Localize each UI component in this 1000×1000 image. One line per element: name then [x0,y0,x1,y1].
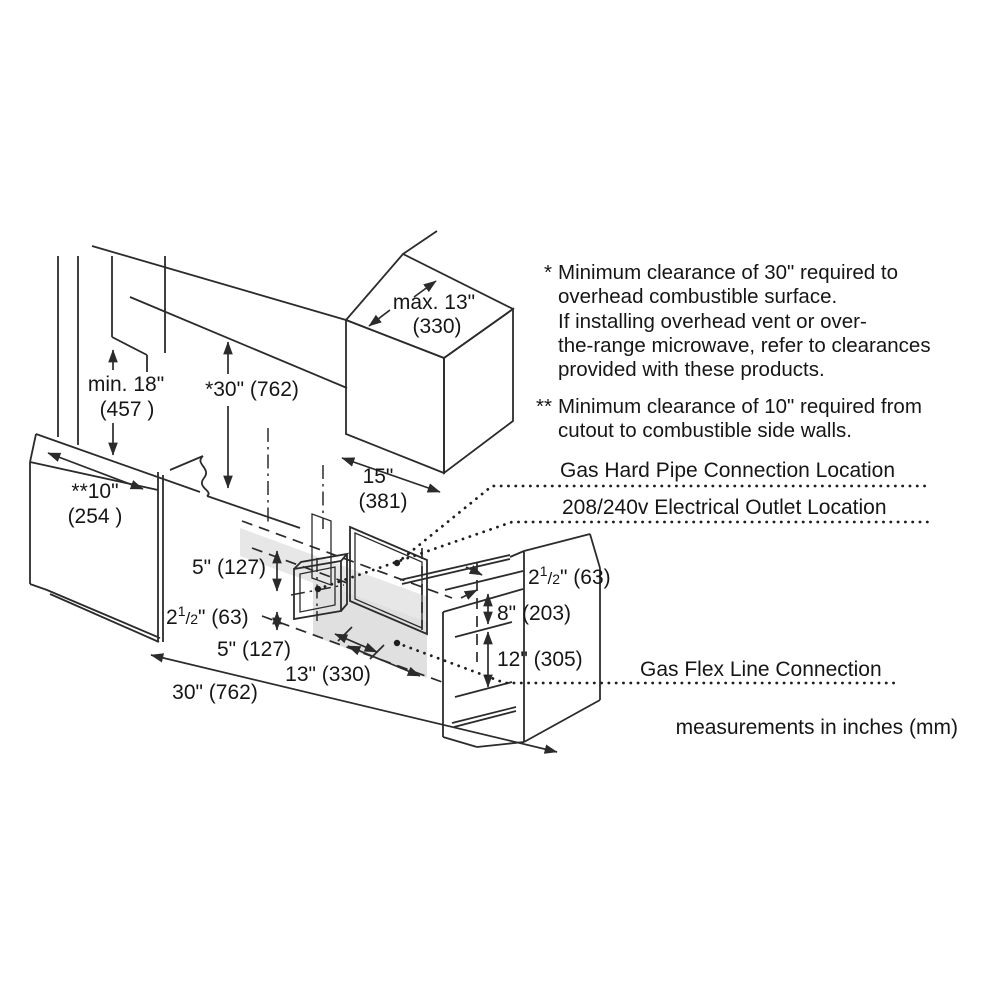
dim-30v-label: *30" (762) [205,378,299,401]
leader-electrical-outlet [314,520,932,593]
callout-gas-flex: Gas Flex Line Connection [640,658,882,681]
dim-10-label-line2: (254 ) [68,505,123,528]
counter-break-line [169,455,301,529]
dim-2half-right-arrow-b [460,589,478,600]
dim-10-label-line1: **10" [71,480,118,503]
dim-min18-label-line1: min. 18" [88,373,164,396]
leader-gas-hard-pipe [393,484,932,567]
dim-30w-arrow [150,653,558,754]
soffit-lines [91,245,348,389]
centerlines [267,428,324,529]
dim-2half-left-label: 21/2" (63) [166,603,249,629]
dim-15-arrow [341,457,441,493]
dim-max13-arrow-b [368,309,391,327]
note1-asterisk: * [544,261,552,284]
leader-gas-flex [393,639,899,685]
note2-text: Minimum clearance of 10" required from c… [558,395,922,443]
dim-min18-label-line2: (457 ) [100,398,155,421]
callout-electrical-outlet: 208/240v Electrical Outlet Location [562,496,887,519]
dim-max13-arrow-a [413,280,437,298]
note-overhead-clearance: * Minimum clearance of 30" required to o… [534,261,986,382]
note-side-clearance: ** Minimum clearance of 10" required fro… [534,395,986,444]
units-note: measurements in inches (mm) [676,716,958,739]
dim-10-arrow [47,452,144,490]
dim-30w-label: 30" (762) [172,681,258,704]
dim-12-label: 12" (305) [497,648,583,671]
wall-lines [57,256,166,445]
dim-13-label: 13" (330) [285,663,371,686]
dimension-arrows [47,280,558,754]
dim-15-label-line2: (381) [358,490,407,513]
dim-max13-label-line2: (330) [412,315,461,338]
callout-gas-hard-pipe: Gas Hard Pipe Connection Location [560,459,895,482]
overhead-cabinet-box [344,230,515,475]
note2-asterisk: ** [536,395,552,418]
dim-15-label-line1: 15" [363,465,394,488]
dim-2half-right-arrow-a [465,565,483,576]
backsplash-panel [240,528,428,625]
note1-text: Minimum clearance of 30" required to ove… [558,261,931,382]
dim-max13-label-line1: max. 13" [393,291,475,314]
dim-8-label: 8" (203) [497,602,571,625]
dim-5lower-label: 5" (127) [217,638,291,661]
dim-5upper-label: 5" (127) [192,556,266,579]
dim-2half-right-label: 21/2" (63) [528,563,611,589]
